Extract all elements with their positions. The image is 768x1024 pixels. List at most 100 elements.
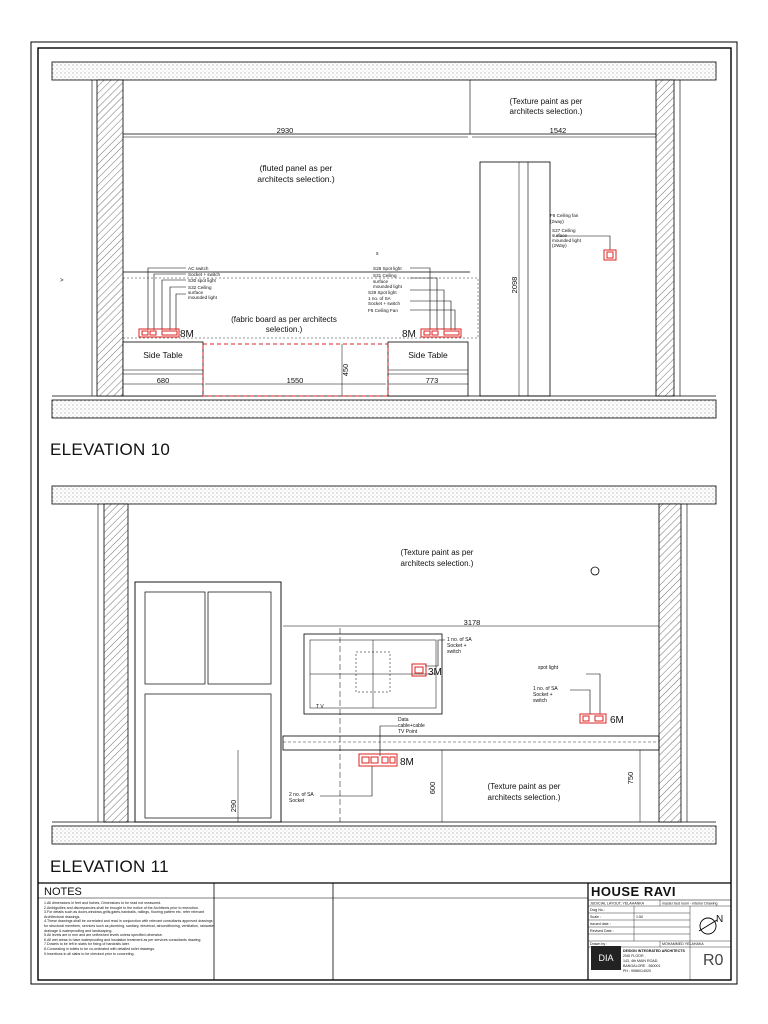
dim-3178: 3178: [464, 618, 481, 627]
row-revised: Revised Date :: [590, 929, 614, 933]
module-8m-left: 8M: [180, 329, 194, 340]
side-table-right-label: Side Table: [408, 350, 448, 360]
side-table-right: [387, 341, 469, 397]
dim-1550: 1550: [287, 376, 304, 385]
e10-top-slab: [51, 61, 717, 81]
sa-switch-2-line3: switch: [533, 698, 547, 704]
e10-floor-slab: [51, 399, 717, 419]
right-callout-fan: F6 Ceiling Fan: [368, 308, 398, 313]
firm-line5: PH : 9986014920: [623, 969, 651, 973]
sa-switch-2-line1: 1 no. of SA: [533, 686, 558, 692]
texture-top-line2: architects selection.): [401, 559, 474, 568]
marker-v: >: [60, 278, 64, 284]
title-block-grid: [38, 882, 731, 980]
dim-773: 773: [426, 376, 439, 385]
sa-switch-2-line2: Socket +: [533, 692, 553, 698]
outer-border: [30, 41, 738, 985]
sa-switch-1-line1: 1 no. of SA: [447, 637, 472, 643]
fan-callout-line1: F6 Ceiling fan: [550, 213, 579, 218]
switchboard-3m: [411, 663, 427, 677]
elevation-10: [51, 61, 717, 419]
dim-600: 600: [428, 782, 437, 795]
wardrobe: [134, 581, 282, 823]
tv-console: [282, 735, 660, 751]
note-item: 7.Dowels to be left in slabs for fixing …: [44, 942, 130, 947]
right-callout-s31: S31 Ceiling: [373, 273, 397, 278]
dim-290: 290: [229, 800, 238, 813]
row-dwg-no: Dwg No.:: [590, 908, 605, 912]
left-callout-socket: Socket + switch: [188, 272, 220, 277]
right-callout-sa: 1 no. of SA: [368, 296, 392, 301]
project-name: HOUSE RAVI: [591, 884, 676, 899]
note-item: 3.For details such as doors,windows,gril…: [44, 910, 204, 919]
data-tv-line1: Data: [398, 717, 409, 723]
spot-light-callout: spot light: [538, 665, 559, 671]
firm-line2: 2ND FLOOR ,: [623, 954, 646, 958]
notes-heading: NOTES: [44, 886, 82, 898]
row-drawn: Drawn by :: [590, 942, 607, 946]
dim-1542: 1542: [550, 126, 567, 135]
inner-border: [37, 47, 732, 981]
row-scale: Scale :: [590, 915, 601, 919]
texture-note-line1: (Texture paint as per: [510, 97, 583, 106]
drawn-by-value: MOHAMMED YELAHAKA: [662, 942, 704, 946]
elevation-11-title: ELEVATION 11: [50, 857, 169, 876]
north-label: N: [716, 914, 723, 925]
note-item: 5.All levels are in mm and are unfinishe…: [44, 933, 163, 938]
switchboard-left: [138, 328, 180, 338]
fluted-note-line1: (fluted panel as per: [260, 163, 333, 173]
fabric-note-line1: (fabric board as per architects: [231, 315, 337, 324]
fan-callout-line6: (2Way): [552, 243, 567, 248]
switchboard-8m: [358, 753, 398, 767]
module-6m: 6M: [610, 715, 624, 726]
e10-left-wall: [96, 79, 124, 397]
e11-top-slab: [51, 485, 717, 505]
scale-value: 1:50: [636, 915, 643, 919]
drawing-title: master bed room - interior Drawing: [662, 902, 718, 906]
left-callout-ac-switch: AC switch: [188, 266, 209, 271]
elevation-10-title: ELEVATION 10: [50, 440, 171, 459]
firm-line3: 143, 4th MAIN ROAD,: [623, 959, 658, 963]
note-item: 6.All wet areas to have waterproofing an…: [44, 937, 202, 942]
fan-callout-line4: surface: [552, 233, 568, 238]
e11-right-wall: [658, 503, 682, 823]
sa-socket-line1: 2 no. of SA: [289, 792, 314, 798]
north-arrow-icon: [698, 917, 718, 935]
switchboard-6m: [579, 713, 607, 724]
left-callout-s30: S30 spot light: [188, 278, 217, 283]
bed-outline: [202, 343, 389, 397]
side-table-left: [122, 341, 204, 397]
side-table-left-label: Side Table: [143, 350, 183, 360]
texture-top-line1: (Texture paint as per: [401, 548, 474, 557]
tv-label: T V: [316, 704, 324, 710]
firm-line1: DESIGN INTEGRATED ARCHITECTS: [623, 949, 685, 953]
marker-s: s: [376, 251, 379, 257]
dim-450: 450: [341, 364, 350, 377]
left-callout-s32: S32 Ceiling: [188, 285, 212, 290]
data-tv-line2: cable+cable: [398, 723, 425, 729]
dim-680: 680: [157, 376, 170, 385]
switchboard-right: [420, 328, 462, 338]
e11-left-wall: [103, 503, 129, 823]
right-callout-s28: S28 Spot light: [373, 266, 402, 271]
texture-note-line2: architects selection.): [510, 107, 583, 116]
fan-callout-line5: mounded light: [552, 238, 582, 243]
left-callout-surface: surface: [188, 290, 204, 295]
fan-callout-line2: (2way): [550, 219, 564, 224]
project-location: JUDICIAL LAYOUT, YELAHANKA: [590, 902, 645, 906]
row-issued: Issued date :: [590, 922, 611, 926]
note-item: 1.All dimensions in feet and inches. Dim…: [44, 901, 162, 905]
right-callout-s29: S29 Spot light: [368, 290, 397, 295]
dim-750: 750: [626, 772, 635, 785]
firm-line4: BANGALORE - 560001: [623, 964, 661, 968]
sa-switch-1-line2: Socket +: [447, 643, 467, 649]
right-callout-socket: Socket + switch: [368, 301, 400, 306]
right-callout-surface: surface: [373, 279, 389, 284]
elevation-11: [51, 485, 717, 845]
revision-label: R0: [703, 952, 724, 969]
right-callout-mounded: mounded light: [373, 284, 403, 289]
dim-2098: 2098: [510, 277, 519, 294]
texture-bottom-line1: (Texture paint as per: [488, 782, 561, 791]
note-item: 4.These drawings shall be correlated and…: [44, 919, 215, 933]
